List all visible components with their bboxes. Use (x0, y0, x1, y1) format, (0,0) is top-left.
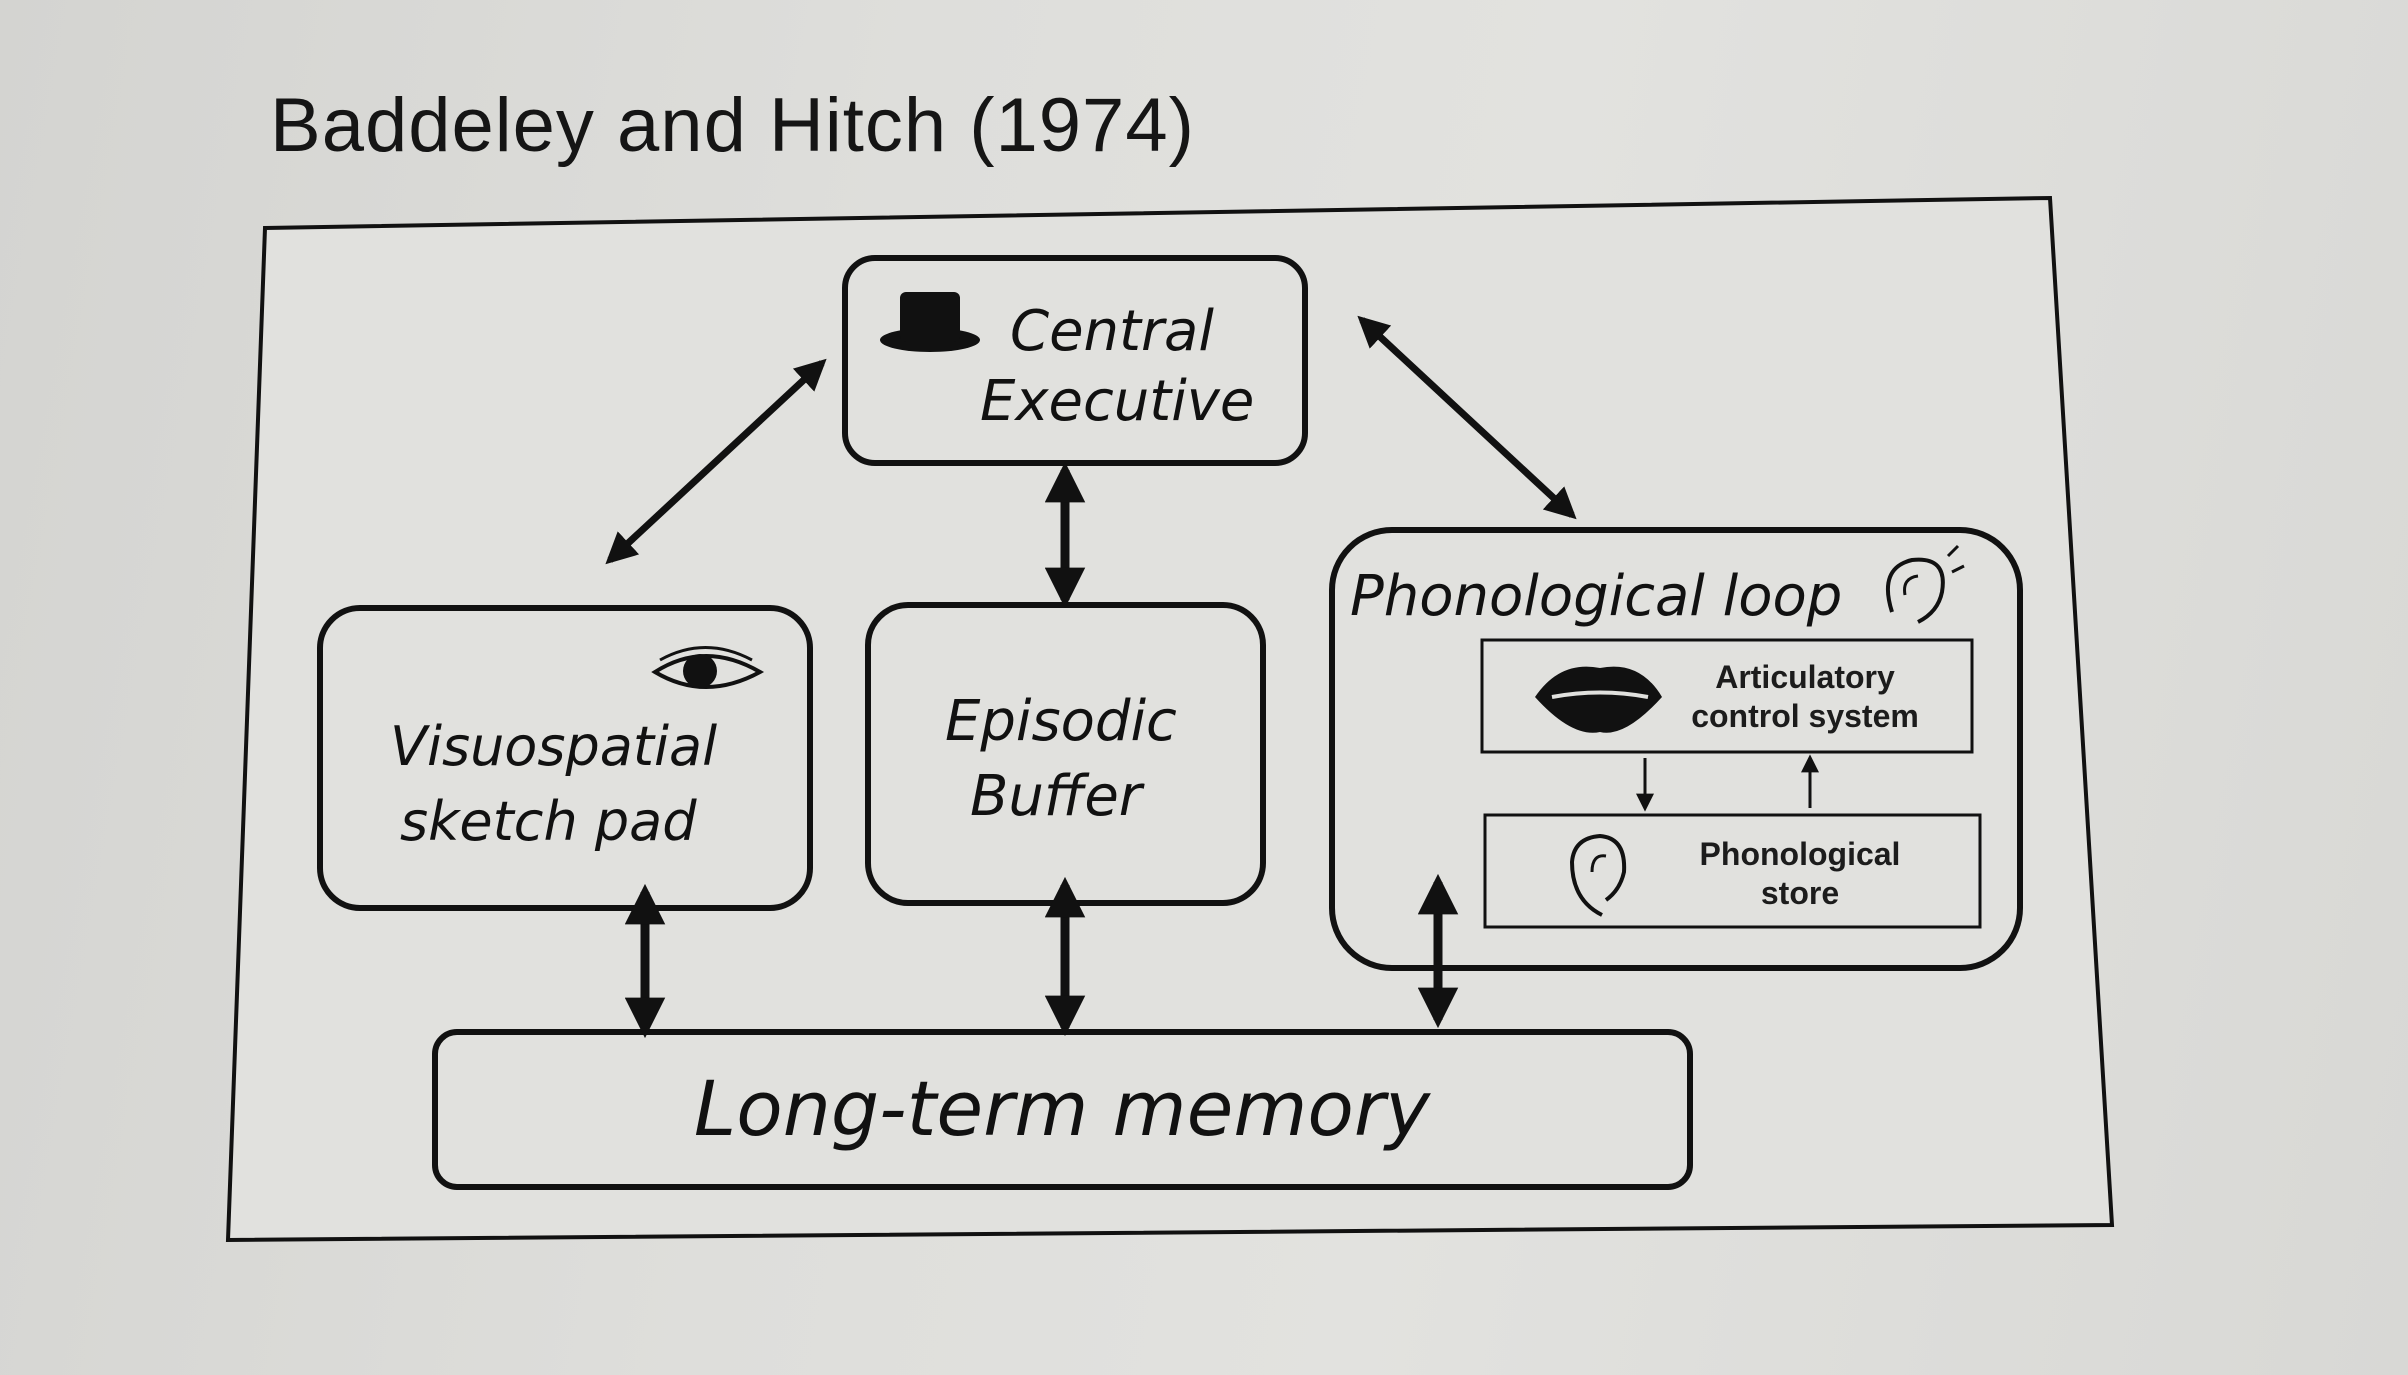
page-title: Baddeley and Hitch (1974) (270, 83, 1195, 168)
central-executive-box: Central Executive (842, 255, 1308, 466)
phonological-store-line2: store (1761, 875, 1839, 911)
episodic-buffer-box: Episodic Buffer (865, 602, 1266, 906)
lips-icon (1535, 666, 1662, 733)
phonological-store-line1: Phonological (1700, 836, 1901, 872)
eye-icon (651, 646, 765, 689)
episodic-buffer-line2: Buffer (970, 764, 1145, 829)
ear-icon (1886, 544, 1965, 624)
visuospatial-sketchpad-box: Visuospatial sketch pad (317, 605, 813, 911)
long-term-memory-label: Long-term memory (694, 1064, 1431, 1153)
articulatory-line2: control system (1691, 698, 1919, 734)
phonological-loop-label: Phonological loop (1350, 564, 1842, 629)
executive-visuospatial-arrow (605, 358, 827, 565)
top-hat-icon (880, 292, 980, 352)
executive-phonological-arrow (1357, 315, 1577, 520)
articulatory-line1: Articulatory (1715, 659, 1895, 695)
visuospatial-line1: Visuospatial (390, 715, 717, 778)
articulatory-control-box: Articulatory control system (1480, 638, 1974, 754)
central-executive-line2: Executive (980, 369, 1254, 434)
ear-icon (1569, 833, 1627, 917)
long-term-memory-box: Long-term memory (432, 1029, 1693, 1190)
phonological-store-box: Phonological store (1483, 813, 1982, 929)
phonological-loop-box: Phonological loop Articulatory control s… (1329, 527, 2023, 971)
visuospatial-line2: sketch pad (400, 790, 697, 853)
central-executive-line1: Central (1010, 299, 1214, 364)
episodic-buffer-line1: Episodic (945, 689, 1177, 754)
